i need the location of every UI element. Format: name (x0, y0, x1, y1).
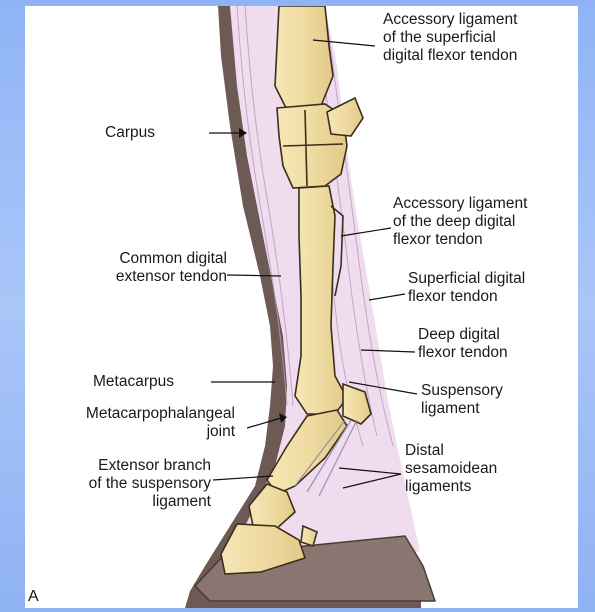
label-carpus: Carpus (105, 124, 155, 142)
label-accessory-ligament-superficial: Accessory ligament of the superficial di… (383, 11, 517, 65)
label-common-digital-extensor-tendon: Common digital extensor tendon (67, 250, 227, 286)
panel-letter: A (28, 588, 39, 606)
label-extensor-branch-suspensory: Extensor branch of the suspensory ligame… (45, 457, 211, 511)
label-deep-digital-flexor-tendon: Deep digital flexor tendon (418, 326, 508, 362)
label-metacarpophalangeal-joint: Metacarpophalangeal joint (25, 405, 235, 441)
leader-sdft (369, 294, 405, 300)
diagram-panel: Accessory ligament of the superficial di… (25, 6, 578, 608)
equine-forelimb-illustration (25, 6, 578, 608)
label-suspensory-ligament: Suspensory ligament (421, 382, 503, 418)
label-accessory-ligament-deep: Accessory ligament of the deep digital f… (393, 195, 527, 249)
label-metacarpus: Metacarpus (93, 373, 174, 391)
label-superficial-digital-flexor-tendon: Superficial digital flexor tendon (408, 270, 525, 306)
radius-bone (275, 6, 333, 110)
label-distal-sesamoidean-ligaments: Distal sesamoidean ligaments (405, 442, 497, 496)
